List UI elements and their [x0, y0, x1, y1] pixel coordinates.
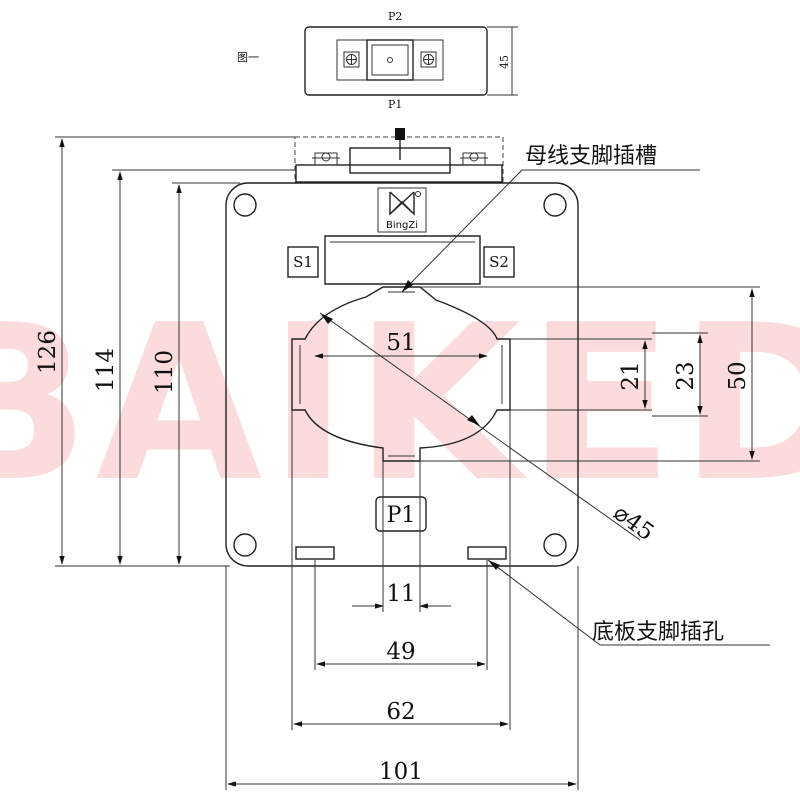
- dim-11-text: 11: [386, 581, 415, 607]
- dim-height-21: 21: [510, 338, 652, 411]
- dim-21-text: 21: [618, 361, 644, 390]
- dim-62-text: 62: [386, 699, 415, 725]
- fig-label: 图一: [237, 51, 259, 64]
- logo-text: BingZi: [386, 220, 418, 231]
- dim-height-126: 126: [35, 136, 295, 567]
- mount-hole-bl: [233, 533, 257, 557]
- dim-126-text: 126: [35, 330, 61, 374]
- callout-base-hole-text: 底板支脚插孔: [592, 620, 724, 645]
- callout-busbar-slot: 母线支脚插槽: [401, 144, 700, 293]
- terminal-s2: [483, 246, 515, 278]
- dim-width-51: 51: [314, 330, 488, 359]
- dim-width-62: 62: [291, 410, 511, 730]
- watermark: BAIKED: [0, 278, 800, 529]
- terminal-p1-label: P1: [387, 503, 416, 528]
- dim-49-text: 49: [386, 639, 415, 665]
- terminal-s1: [287, 246, 319, 278]
- terminal-p1: [375, 496, 427, 532]
- top-terminal-block: [294, 128, 504, 183]
- top-view-screw-left: [343, 51, 360, 68]
- dim-width-49: 49: [314, 560, 488, 670]
- mount-hole-br: [543, 533, 567, 557]
- dim-114-text: 114: [93, 348, 119, 392]
- dim-height-114: 114: [93, 169, 296, 565]
- busbar-slot: [324, 235, 481, 285]
- dim-101-text: 101: [379, 759, 423, 785]
- callout-base-hole: 底板支脚插孔: [487, 559, 770, 646]
- transformer-body: [225, 182, 579, 567]
- top-view-outline: [304, 26, 488, 96]
- base-slot-right: [467, 546, 507, 560]
- top-pin: [395, 128, 405, 140]
- dim-height-23: 23: [652, 332, 708, 417]
- callout-busbar-slot-text: 母线支脚插槽: [525, 144, 657, 169]
- dim-110-text: 110: [152, 350, 178, 394]
- dim-height-110: 110: [152, 182, 240, 565]
- dim-51-text: 51: [386, 330, 415, 356]
- base-slot-left: [295, 546, 335, 560]
- top-view-p1-label: P1: [388, 98, 402, 111]
- mount-hole-tl: [233, 193, 257, 217]
- top-view-height-dim: 45: [498, 55, 511, 69]
- dim-width-101: 101: [225, 566, 579, 790]
- mount-hole-tr: [543, 193, 567, 217]
- dim-height-50: 50: [420, 286, 760, 462]
- top-view-center-block: [366, 39, 414, 81]
- top-view: 图一 P2 P1 45: [237, 10, 518, 111]
- top-view-screw-right: [420, 51, 437, 68]
- dim-width-11: 11: [352, 461, 451, 612]
- dim-50-text: 50: [725, 361, 751, 390]
- top-view-p2-label: P2: [388, 10, 402, 23]
- terminal-s1-label: S1: [293, 253, 313, 271]
- brand-logo: BingZi: [377, 187, 427, 233]
- dim-23-text: 23: [673, 361, 699, 390]
- terminal-s2-label: S2: [489, 253, 509, 271]
